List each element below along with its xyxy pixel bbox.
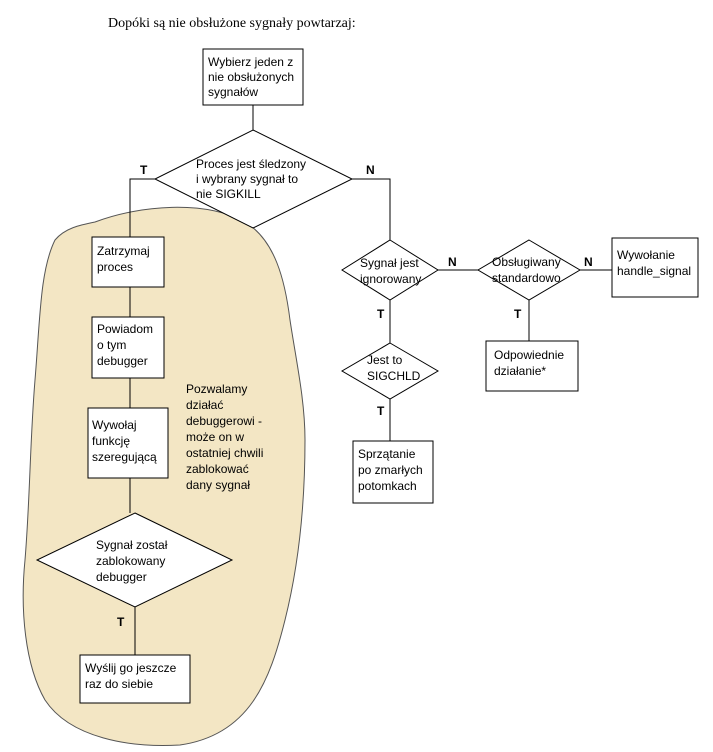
traced-line-1: Proces jest śledzony xyxy=(196,157,306,171)
annotation-line-3: debuggerowi - xyxy=(186,414,262,428)
traced-no-flag: N xyxy=(366,163,375,177)
blocked-yes-flag: T xyxy=(117,615,125,629)
notify-line-2: o tym xyxy=(97,338,126,352)
default-action-line-2: działanie* xyxy=(494,364,546,378)
cleanup-box: Sprzątanie po zmarłych potomkach xyxy=(352,440,434,504)
handle-signal-box: Wywołanie handle_signal xyxy=(611,237,699,298)
diagram-title: Dopóki są nie obsłużone sygnały powtarza… xyxy=(108,16,356,31)
connectors xyxy=(129,105,612,655)
blocked-decision: Sygnał został zablokowany debugger xyxy=(35,512,234,608)
call-scheduler-box: Wywołaj funkcję szeregującą xyxy=(87,407,169,479)
traced-line-2: i wybrany sygnał to xyxy=(196,172,298,186)
default-action-box: Odpowiednie działanie* xyxy=(485,340,579,392)
debugger-annotation: Pozwalamy działać debuggerowi - może on … xyxy=(186,382,263,492)
standard-line-1: Obsługiwany xyxy=(492,255,561,269)
stop-process-box: Zatrzymaj proces xyxy=(91,236,165,288)
traced-line-3: nie SIGKILL xyxy=(196,187,261,201)
cleanup-line-2: po zmarłych xyxy=(358,463,423,477)
pick-signal-line-3: sygnałów xyxy=(208,85,258,99)
standard-yes-flag: T xyxy=(514,307,522,321)
annotation-line-7: dany sygnał xyxy=(186,478,250,492)
sigchld-decision: Jest to SIGCHLD xyxy=(341,342,439,400)
handle-signal-line-2: handle_signal xyxy=(617,264,691,278)
standard-decision: Obsługiwany standardowo xyxy=(477,239,581,301)
sigchld-line-1: Jest to xyxy=(367,353,403,367)
annotation-line-1: Pozwalamy xyxy=(186,382,247,396)
scheduler-line-2: funkcję xyxy=(92,434,130,448)
annotation-line-2: działać xyxy=(186,398,223,412)
sigchld-yes-flag: T xyxy=(377,404,385,418)
cleanup-line-3: potomkach xyxy=(358,479,417,493)
ignored-decision: Sygnał jest ignorowany xyxy=(341,239,439,301)
ignored-no-flag: N xyxy=(448,255,457,269)
pick-signal-line-1: Wybierz jeden z xyxy=(208,55,293,69)
traced-decision: Proces jest śledzony i wybrany sygnał to… xyxy=(153,129,354,229)
standard-no-flag: N xyxy=(584,255,593,269)
pick-signal-box: Wybierz jeden z nie obsłużonych sygnałów xyxy=(202,48,304,106)
annotation-line-4: może on w xyxy=(186,430,244,444)
cleanup-line-1: Sprzątanie xyxy=(358,447,416,461)
resend-line-1: Wyślij go jeszcze xyxy=(85,661,177,675)
pick-signal-line-2: nie obsłużonych xyxy=(208,70,294,84)
blocked-line-2: zablokowany xyxy=(96,554,165,568)
handle-signal-line-1: Wywołanie xyxy=(617,248,675,262)
ignored-line-1: Sygnał jest xyxy=(360,256,419,270)
ignored-yes-flag: T xyxy=(377,307,385,321)
resend-box: Wyślij go jeszcze raz do siebie xyxy=(79,654,191,704)
default-action-line-1: Odpowiednie xyxy=(494,348,564,362)
stop-process-line-2: proces xyxy=(97,260,133,274)
blocked-line-1: Sygnał został xyxy=(96,538,168,552)
blocked-line-3: debugger xyxy=(96,570,147,584)
resend-line-2: raz do siebie xyxy=(85,677,153,691)
sigchld-line-2: SIGCHLD xyxy=(367,369,421,383)
stop-process-line-1: Zatrzymaj xyxy=(97,244,150,258)
standard-line-2: standardowo xyxy=(492,271,561,285)
annotation-line-5: ostatniej chwili xyxy=(186,446,263,460)
scheduler-line-3: szeregującą xyxy=(92,450,157,464)
traced-yes-flag: T xyxy=(140,163,148,177)
notify-debugger-box: Powiadom o tym debugger xyxy=(91,316,165,379)
ignored-line-2: ignorowany xyxy=(360,272,421,286)
scheduler-line-1: Wywołaj xyxy=(92,418,137,432)
annotation-line-6: zablokować xyxy=(186,462,249,476)
notify-line-1: Powiadom xyxy=(97,322,153,336)
notify-line-3: debugger xyxy=(97,354,148,368)
